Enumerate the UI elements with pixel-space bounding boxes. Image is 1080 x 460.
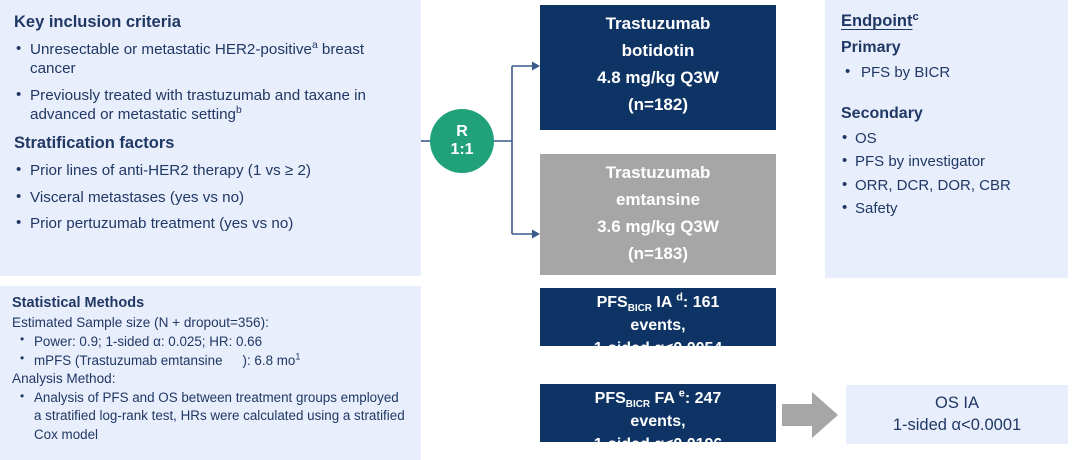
analysis-method-line: Analysis Method: <box>12 371 116 387</box>
randomization-label: R <box>456 123 468 141</box>
pfs-fa-header: PFSBICR FA e: 247 <box>594 387 722 411</box>
endpoint-title-text: Endpoint <box>841 12 913 30</box>
pfs-ia-alpha: 1-sided α<0.0054 <box>594 340 723 346</box>
arm-drug-name-line2: emtansine <box>615 190 701 209</box>
inclusion-criteria-list: Unresectable or metastatic HER2-positive… <box>14 39 407 125</box>
treatment-arm-control: Trastuzumab emtansine 3.6 mg/kg Q3W (n=1… <box>540 154 776 275</box>
pfs-ia-events-word: events, <box>630 316 686 334</box>
pfs-ia-events: : 161 <box>682 294 720 311</box>
footnote-marker-e: e <box>678 387 685 400</box>
primary-endpoint-item: PFS by BICR <box>841 62 1052 83</box>
criteria-text-cont: breast cancer <box>30 40 365 78</box>
secondary-endpoint-item: ORR, DCR, DOR, CBR <box>841 175 1052 196</box>
analysis-type: IA <box>656 294 672 311</box>
criteria-text: Previously treated with trastuzumab and … <box>30 86 366 123</box>
criteria-text: Unresectable or metastatic HER2-positive <box>30 40 312 58</box>
power-bullet: Power: 0.9; 1-sided α: 0.025; HR: 0.66 <box>12 332 409 351</box>
inclusion-criteria-panel: Key inclusion criteria Unresectable or m… <box>0 0 421 276</box>
endpoint-panel: Endpointc Primary PFS by BICR Secondary … <box>825 0 1068 278</box>
arm-drug-name-line2: botidotin <box>621 41 695 60</box>
stratification-factors-list: Prior lines of anti-HER2 therapy (1 vs ≥… <box>14 160 407 233</box>
criteria-item: Unresectable or metastatic HER2-positive… <box>14 39 407 79</box>
analysis-description-bullet: Analysis of PFS and OS between treatment… <box>12 388 409 443</box>
footnote-marker-d: d <box>676 291 683 304</box>
pfs-fa-events: : 247 <box>684 390 722 407</box>
pfs-subscript-bicr: BICR <box>627 303 652 315</box>
factor-item: Visceral metastases (yes vs no) <box>14 186 407 207</box>
os-ia-alpha: 1-sided α<0.0001 <box>892 415 1022 434</box>
randomization-node: R 1:1 <box>430 109 494 173</box>
pfs-fa-events-word: events, <box>630 412 686 430</box>
arm-dose: 4.8 mg/kg Q3W <box>597 68 719 87</box>
mpfs-text-pre: mPFS (Trastuzumab emtansine <box>34 352 223 368</box>
footnote-marker-b: b <box>236 104 242 116</box>
analysis-type: FA <box>654 390 675 407</box>
criteria-item: Previously treated with trastuzumab and … <box>14 85 407 125</box>
pfs-label: PFS <box>594 390 626 407</box>
treatment-arm-experimental: Trastuzumab botidotin 4.8 mg/kg Q3W (n=1… <box>540 5 776 130</box>
arm-drug-name-line1: Trastuzumab <box>605 14 711 33</box>
reference-marker-1: 1 <box>295 351 301 362</box>
secondary-endpoint-heading: Secondary <box>841 104 923 122</box>
mpfs-text-post: ): 6.8 mo <box>242 352 296 368</box>
secondary-endpoint-item: Safety <box>841 198 1052 219</box>
arm-drug-name-line1: Trastuzumab <box>605 163 711 182</box>
pfs-fa-alpha: 1-sided α<0.0196 <box>594 436 723 442</box>
statistical-methods-panel: Statistical Methods Estimated Sample siz… <box>0 286 421 460</box>
os-flow-arrow-icon <box>782 392 838 438</box>
secondary-endpoint-item: PFS by investigator <box>841 151 1052 172</box>
pfs-interim-analysis-box: PFSBICR IA d: 161 events, 1-sided α<0.00… <box>540 288 776 346</box>
primary-endpoint-heading: Primary <box>841 39 901 56</box>
sample-size-line: Estimated Sample size (N + dropout=356): <box>12 315 269 331</box>
arm-sample-size: (n=182) <box>628 95 688 114</box>
endpoint-title: Endpointc <box>841 10 919 30</box>
arrowhead-experimental <box>532 61 540 71</box>
factor-item: Prior pertuzumab treatment (yes vs no) <box>14 213 407 233</box>
arm-sample-size: (n=183) <box>628 244 688 263</box>
arrowhead-control <box>532 229 540 239</box>
os-ia-title: OS IA <box>934 394 979 413</box>
mpfs-bullet: mPFS (Trastuzumab emtansine ): 6.8 mo1 <box>12 351 409 370</box>
secondary-endpoint-item: OS <box>841 128 1052 149</box>
pfs-final-analysis-box: PFSBICR FA e: 247 events, 1-sided α<0.01… <box>540 384 776 442</box>
arm-dose: 3.6 mg/kg Q3W <box>597 217 719 236</box>
inclusion-heading: Key inclusion criteria <box>14 13 181 31</box>
pfs-label: PFS <box>596 294 628 311</box>
stats-heading: Statistical Methods <box>12 295 145 311</box>
stratification-heading: Stratification factors <box>14 134 175 153</box>
os-interim-analysis-box: OS IA 1-sided α<0.0001 <box>846 385 1068 444</box>
randomization-ratio: 1:1 <box>450 141 474 158</box>
pfs-subscript-bicr: BICR <box>625 399 651 411</box>
pfs-ia-header: PFSBICR IA d: 161 <box>596 291 720 315</box>
footnote-marker-a: a <box>311 39 318 51</box>
factor-item: Prior lines of anti-HER2 therapy (1 vs ≥… <box>14 160 407 180</box>
